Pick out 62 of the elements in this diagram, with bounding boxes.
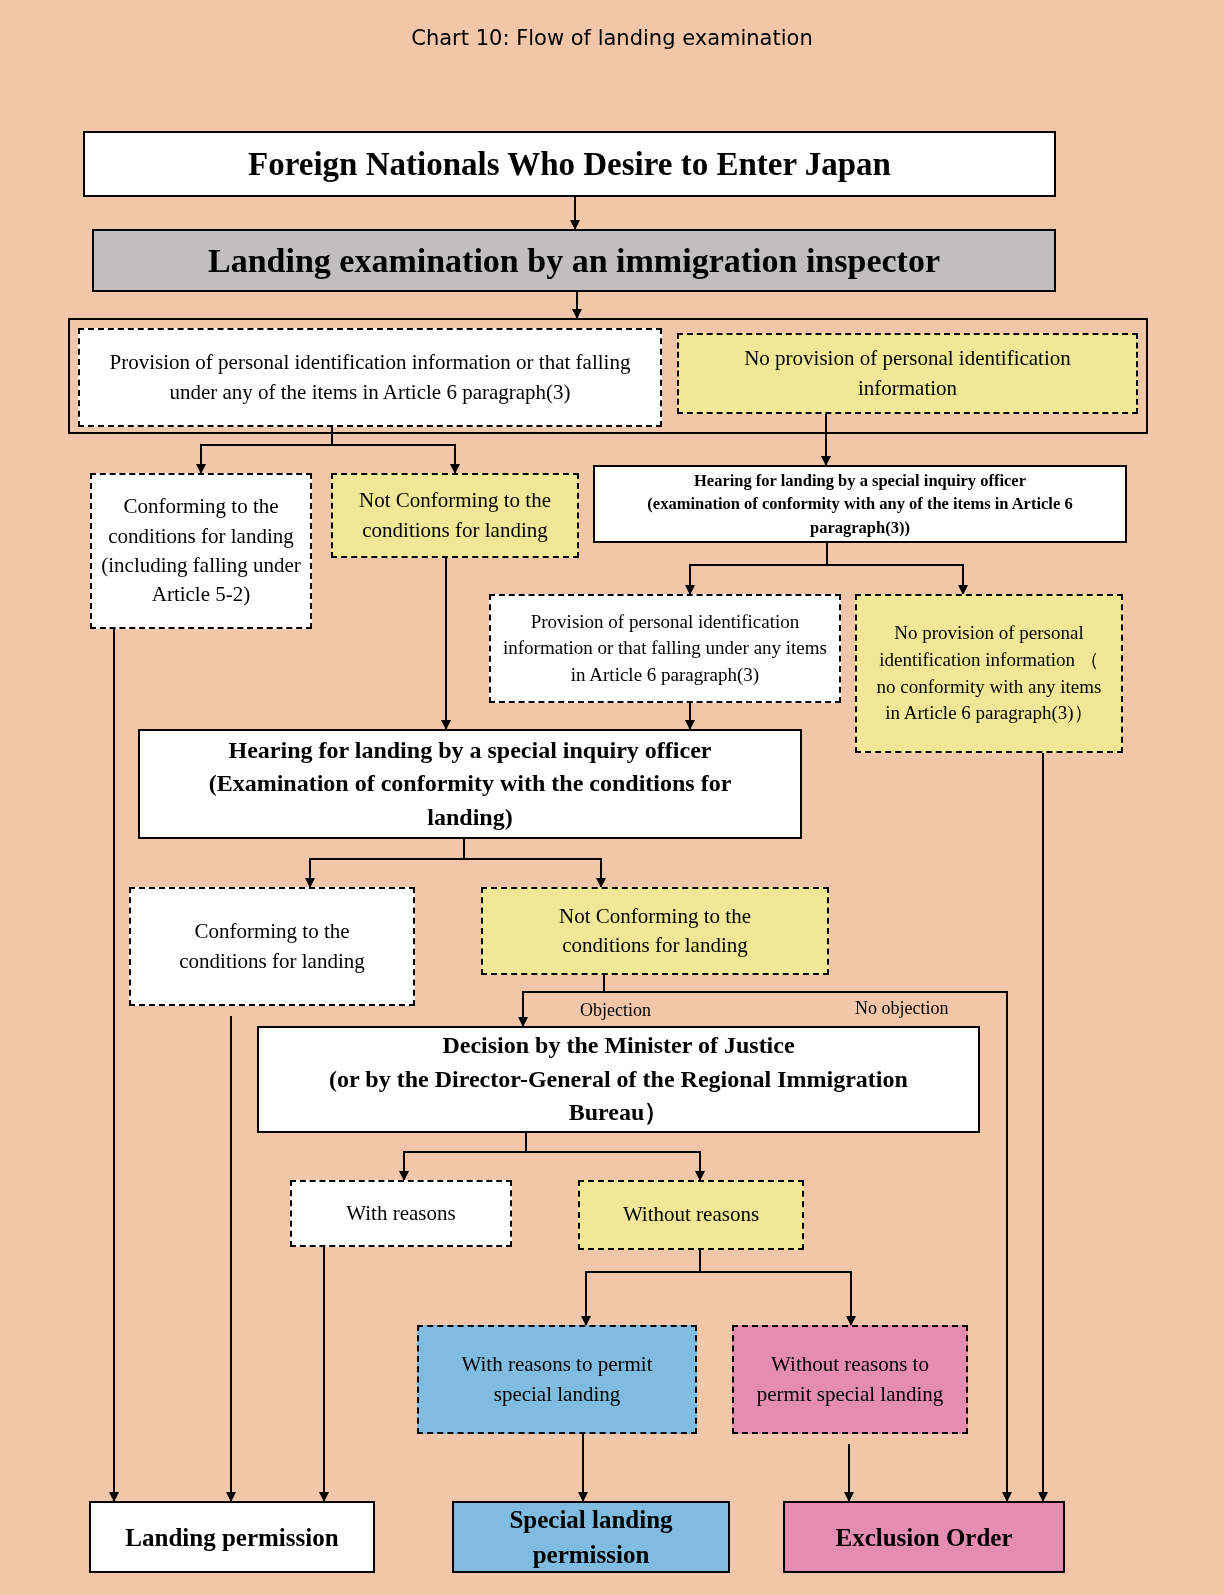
arrow <box>1038 752 1048 1502</box>
outcome-box <box>90 473 312 629</box>
outcome-box <box>417 1325 697 1434</box>
edge-label: No objection <box>855 998 949 1019</box>
start-box <box>83 131 1056 197</box>
box-text: Without reasons <box>622 1201 760 1229</box>
box-text: Exclusion Order <box>835 1522 1013 1553</box>
box-text: Provision of personal identification information or that falling under any items in Article 6 paragraph(3) <box>502 609 828 687</box>
box-text: Hearing for landing by a special inquiry officer <box>228 735 712 765</box>
arrow <box>826 542 968 595</box>
arrow <box>821 413 831 466</box>
result-box <box>89 1501 375 1573</box>
arrow <box>578 1433 588 1502</box>
box-text: (examination of conformity with any of the items in Article 6 paragraph(3)) <box>646 493 1074 539</box>
arrow <box>331 426 460 474</box>
arrow <box>685 702 695 730</box>
box-text: With reasons <box>346 1199 456 1227</box>
outcome-box <box>677 333 1138 414</box>
box-text: (Examination of conformity with the conditions for landing) <box>207 769 733 832</box>
process-box <box>257 1026 980 1133</box>
outcome-box <box>78 328 662 427</box>
box-text: Not Conforming to the conditions for landing <box>358 487 552 544</box>
box-text: (or by the Director-General of the Regional Immigration Bureau） <box>328 1064 909 1128</box>
arrow <box>844 1443 854 1502</box>
box-text: Conforming to the conditions for landing (including falling under Article 5-2) <box>100 493 302 609</box>
box-text: Decision by the Minister of Justice <box>442 1031 795 1061</box>
box-text: Without reasons to permit special landing <box>755 1351 945 1408</box>
box-text: Not Conforming to the conditions for landing <box>558 902 752 959</box>
box-text: No provision of personal identification information （ no conformity with any items in Article 6 paragraph(3)） <box>875 621 1103 726</box>
box-text: Foreign Nationals Who Desire to Enter Japan <box>248 144 891 184</box>
outcome-box <box>855 594 1123 753</box>
chart-title: Chart 10: Flow of landing examination <box>410 26 814 50</box>
outcome-box <box>732 1325 968 1434</box>
arrow <box>699 1249 856 1326</box>
outcome-box <box>481 887 829 975</box>
arrow <box>441 557 451 730</box>
result-box <box>783 1501 1065 1573</box>
box-text: Special landing permission <box>508 1505 674 1570</box>
arrow <box>109 628 119 1502</box>
arrow <box>319 1246 329 1502</box>
box-text: Conforming to the conditions for landing <box>178 918 366 975</box>
outcome-box <box>578 1180 804 1250</box>
process-box <box>138 729 802 839</box>
group-frame <box>68 318 1148 434</box>
arrow <box>525 1132 705 1181</box>
result-box <box>452 1501 730 1573</box>
process-box <box>92 229 1056 292</box>
box-text: Landing permission <box>125 1522 339 1553</box>
box-text: Provision of personal identification information or that falling under any of the items in Article 6 paragraph(3) <box>108 349 632 406</box>
outcome-box <box>129 887 415 1006</box>
box-text: Hearing for landing by a special inquiry officer <box>694 470 1026 493</box>
arrow <box>570 196 580 230</box>
arrow <box>226 1015 236 1502</box>
box-text: Landing examination by an immigration inspector <box>208 240 940 281</box>
edge-label: Objection <box>580 1000 651 1021</box>
outcome-box <box>489 594 841 703</box>
process-box <box>593 465 1127 543</box>
arrow <box>572 291 582 319</box>
outcome-box <box>290 1180 512 1247</box>
box-text: No provision of personal identification information <box>743 345 1072 402</box>
outcome-box <box>331 473 579 558</box>
box-text: With reasons to permit special landing <box>460 1351 654 1408</box>
